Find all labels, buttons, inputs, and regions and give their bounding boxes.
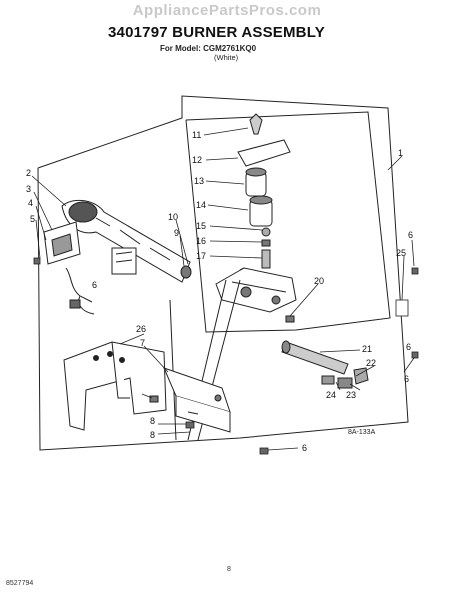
callout-12: 12 <box>192 155 202 165</box>
callout-6-lower-right: 6 <box>404 374 409 384</box>
callout-24: 24 <box>326 390 336 400</box>
page-title: 3401797 BURNER ASSEMBLY <box>108 24 325 41</box>
callout-6-igniter: 6 <box>92 280 97 290</box>
watermark: AppliancePartsPros.com <box>132 2 322 19</box>
callout-2: 2 <box>26 168 31 178</box>
document-number: 8527794 <box>6 580 34 587</box>
callout-10: 10 <box>168 212 178 222</box>
callout-13: 13 <box>194 176 204 186</box>
diagram-code: 8A-133A <box>348 429 376 436</box>
callout-8-upper: 8 <box>150 416 155 426</box>
igniter-bracket <box>43 221 137 315</box>
callout-26: 26 <box>136 324 146 334</box>
callout-6-bottom: 6 <box>302 443 307 453</box>
callout-9: 9 <box>174 228 179 238</box>
callout-16: 16 <box>196 236 206 246</box>
callout-20: 20 <box>314 276 324 286</box>
color-note: (White) <box>214 53 239 62</box>
callout-3: 3 <box>26 184 31 194</box>
leader-lines <box>31 127 415 451</box>
callout-1: 1 <box>398 148 403 158</box>
callout-8-lower: 8 <box>150 430 155 440</box>
callout-7: 7 <box>140 338 145 348</box>
callout-15: 15 <box>196 221 206 231</box>
gas-tube-fittings <box>281 340 369 389</box>
callout-23: 23 <box>346 390 356 400</box>
model-line: For Model: CGM2761KQ0 <box>160 44 257 53</box>
callout-25: 25 <box>396 248 406 258</box>
valve-stack <box>215 113 297 323</box>
callout-6-right: 6 <box>406 342 411 352</box>
callout-5: 5 <box>30 214 35 224</box>
burner-tube <box>61 199 192 283</box>
callout-14: 14 <box>196 200 206 210</box>
callout-22: 22 <box>366 358 376 368</box>
callout-21: 21 <box>362 344 372 354</box>
valve-bracket <box>149 367 231 433</box>
screws <box>33 257 419 455</box>
page-number: 8 <box>227 566 231 573</box>
callout-17: 17 <box>196 251 206 261</box>
callout-labels: 11 12 13 14 15 16 17 1 2 3 4 5 10 9 6 6 … <box>26 130 413 453</box>
callout-6-upper-right: 6 <box>408 230 413 240</box>
callout-4: 4 <box>28 198 33 208</box>
valve-box-outline <box>185 111 391 333</box>
assembly-outline <box>37 95 409 451</box>
mounting-bracket <box>63 341 167 431</box>
callout-11: 11 <box>192 130 201 140</box>
